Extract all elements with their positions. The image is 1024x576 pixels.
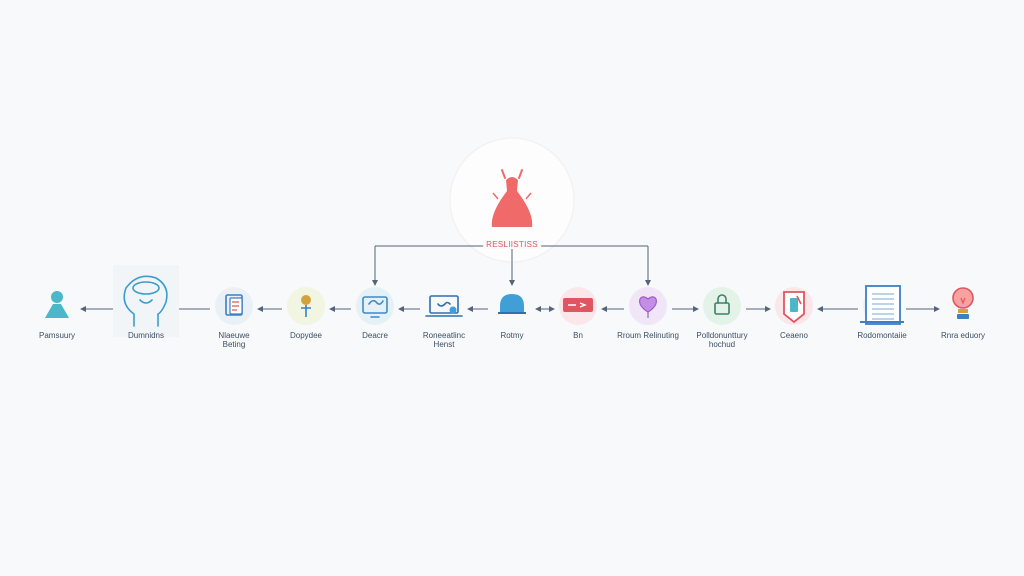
node-label: Polldonunttury hochud — [696, 331, 748, 349]
node-n3 — [215, 287, 253, 325]
node-n12 — [860, 285, 904, 325]
node-label: Pamsuury — [38, 331, 76, 340]
heart-balloon-icon — [639, 296, 657, 318]
card-icon — [563, 298, 593, 312]
node-n2 — [113, 265, 179, 337]
hub-node — [449, 137, 575, 263]
notebook-icon — [860, 285, 904, 325]
person-icon — [45, 291, 69, 318]
node-n9 — [629, 287, 667, 325]
laptop-icon — [425, 295, 463, 317]
node-label: Rotmy — [500, 331, 524, 340]
hub-label: RESLIISTISS — [483, 240, 541, 249]
head-brain-icon — [113, 265, 179, 337]
node-label: Rroum Relinuting — [617, 331, 679, 340]
node-n8 — [559, 287, 597, 325]
dress-icon — [491, 169, 533, 227]
node-n11 — [775, 287, 813, 325]
node-n13 — [952, 287, 974, 319]
node-label: Ceaeno — [779, 331, 809, 340]
node-label: Rnra eduory — [940, 331, 986, 340]
lock-icon — [714, 294, 730, 315]
dome-icon — [498, 294, 526, 314]
node-label: Nlaeuwe Beting — [218, 331, 250, 349]
pin-icon — [301, 295, 311, 317]
node-label: Roneeatlinc Henst — [422, 331, 466, 349]
node-label: Deacre — [362, 331, 388, 340]
node-label: Bn — [573, 331, 583, 340]
monitor-icon — [362, 296, 388, 318]
node-label: Rodomontaiie — [857, 331, 907, 340]
document-icon — [225, 294, 243, 316]
node-label: Dopydee — [289, 331, 323, 340]
node-n4 — [287, 287, 325, 325]
node-n6 — [425, 295, 463, 317]
lightbulb-icon — [952, 287, 974, 319]
node-n7 — [498, 294, 526, 314]
node-n5 — [356, 287, 394, 325]
node-n1 — [45, 291, 69, 318]
node-label: Dumnidns — [127, 331, 165, 340]
tag-icon — [783, 291, 805, 324]
node-n10 — [703, 287, 741, 325]
